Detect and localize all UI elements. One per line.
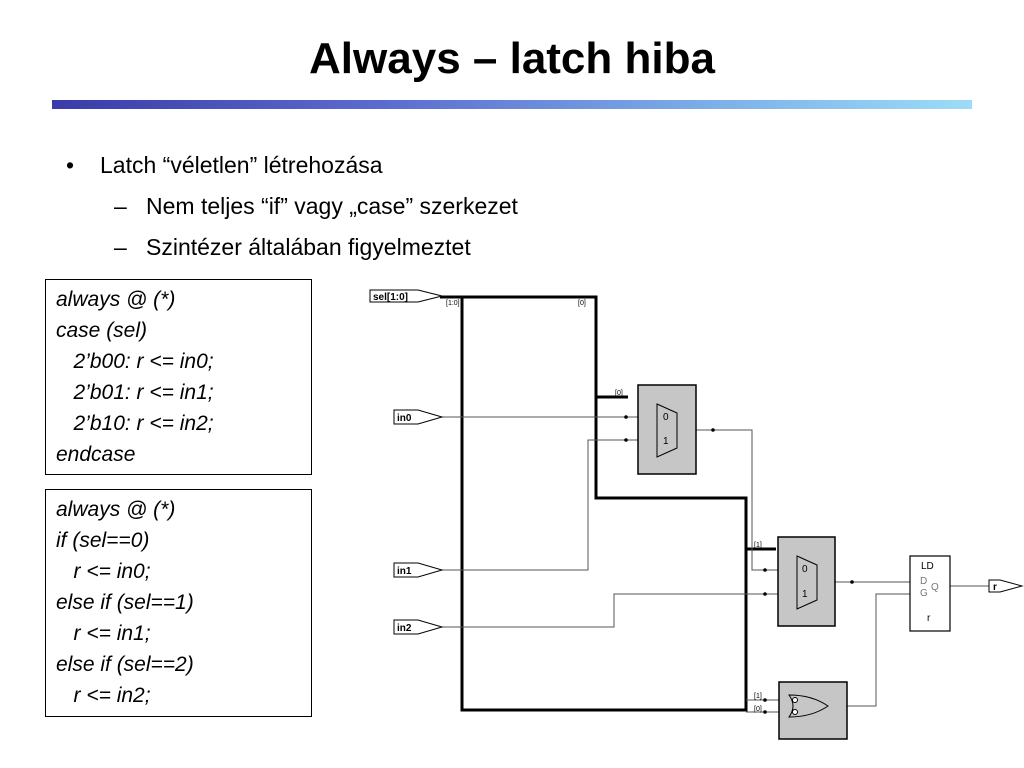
bus-tap-label: [0]: [615, 390, 623, 397]
bullet-mark: •: [66, 152, 75, 178]
latch-name: LD: [921, 561, 934, 572]
bus-tap-label: [0]: [754, 706, 762, 713]
or-gate: [778, 681, 848, 740]
code-line: 2’b10: r <= in2;: [56, 412, 214, 435]
dash-mark: –: [114, 234, 127, 260]
wire-junctions: [624, 415, 854, 714]
bus-tap-label: [1:0]: [446, 300, 460, 307]
bullet-sub-item: –Szintézer általában figyelmeztet: [114, 234, 471, 261]
in0-port-label: in0: [397, 413, 412, 424]
title-underline: [52, 100, 972, 109]
mux-1: 0 1: [637, 384, 697, 475]
dash-mark: –: [114, 193, 127, 219]
bus-tap-label: [0]: [578, 300, 586, 307]
sel-port-label: sel[1:0]: [373, 292, 408, 303]
code-line: 2’b01: r <= in1;: [56, 381, 214, 404]
mux-input-label: 0: [663, 412, 669, 423]
in2-port-label: in2: [397, 623, 412, 634]
code-line: always @ (*): [56, 288, 176, 311]
code-line: else if (sel==2): [56, 653, 194, 676]
mux-2: 0 1: [777, 536, 836, 627]
code-line: endcase: [56, 443, 136, 466]
code-line: case (sel): [56, 319, 148, 342]
latch-q-pin: Q: [931, 582, 939, 593]
bullet-sub-text: Nem teljes “if” vagy „case” szerkezet: [146, 193, 518, 219]
code-line: r <= in0;: [56, 560, 151, 583]
port-shapes: [369, 289, 1024, 635]
latch-g-pin: G: [920, 588, 928, 599]
mux-input-label: 0: [802, 564, 808, 575]
in1-port-label: in1: [397, 566, 412, 577]
code-line: r <= in1;: [56, 622, 151, 645]
mux-input-label: 1: [663, 436, 669, 447]
case-code-box: always @ (*) case (sel) 2’b00: r <= in0;…: [45, 279, 312, 475]
bullet-item-main: • Latch “véletlen” létrehozása: [66, 152, 383, 179]
slide-title: Always – latch hiba: [309, 34, 715, 83]
latch-block: LD D Q G r: [909, 555, 951, 632]
latch-d-pin: D: [920, 576, 927, 587]
bullet-sub-item: –Nem teljes “if” vagy „case” szerkezet: [114, 193, 518, 220]
latch-instance: r: [927, 613, 931, 624]
code-line: if (sel==0): [56, 529, 150, 552]
bus-tap-label: [1]: [754, 693, 762, 700]
sel-bus: [440, 295, 776, 712]
mux-input-label: 1: [802, 589, 808, 600]
bullet-sub-text: Szintézer általában figyelmeztet: [146, 234, 471, 260]
if-code-box: always @ (*) if (sel==0) r <= in0; else …: [45, 489, 312, 717]
signal-wires: [440, 397, 990, 713]
bullet-text: Latch “véletlen” létrehozása: [100, 152, 383, 178]
code-line: always @ (*): [56, 498, 176, 521]
code-line: else if (sel==1): [56, 591, 194, 614]
code-line: 2’b00: r <= in0;: [56, 350, 214, 373]
bus-tap-label: [1]: [754, 542, 762, 549]
r-port-label: r: [993, 582, 997, 593]
code-line: r <= in2;: [56, 684, 151, 707]
